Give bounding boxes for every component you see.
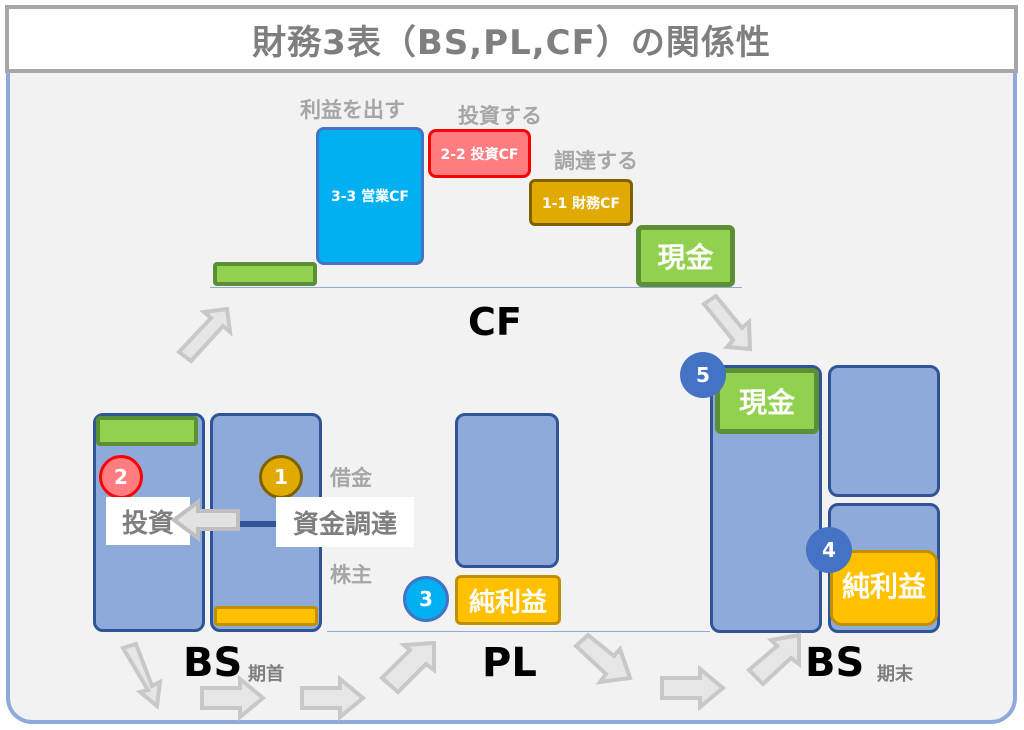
invest-arrow-icon xyxy=(170,498,240,542)
caption-profit: 利益を出す xyxy=(300,98,405,122)
cf-financing-bar: 1-1 財務CF xyxy=(529,179,633,226)
caption-invest: 投資する xyxy=(458,104,542,128)
step-1-number: 1 xyxy=(274,465,288,489)
bs-start-label: BS xyxy=(183,640,243,686)
step-3-badge: 3 xyxy=(403,576,449,622)
page-title: 財務3表（BS,PL,CF）の関係性 xyxy=(252,22,771,63)
flow-arrow-up-right-2-icon xyxy=(379,640,436,695)
bs-end-sublabel: 期末 xyxy=(877,664,913,685)
flow-arrow-right-3-icon xyxy=(660,664,727,712)
pl-net-income-bar: 純利益 xyxy=(455,575,561,625)
cf-investing-bar: 2-2 投資CF xyxy=(428,129,531,178)
step-5-number: 5 xyxy=(696,363,710,387)
flow-arrow-down-right-icon xyxy=(701,293,753,352)
bs-start-equity-bar xyxy=(214,606,318,626)
bs-end-label: BS xyxy=(805,640,865,686)
financing-cf-label: 1-1 財務CF xyxy=(541,195,620,212)
flow-arrow-down-right-2-icon xyxy=(573,632,633,685)
cf-section-label: CF xyxy=(468,300,522,344)
bs-start-cash-bar xyxy=(96,416,198,446)
flow-arrow-up-right-3-icon xyxy=(746,632,801,687)
bs-start-divider xyxy=(212,521,320,527)
pl-box xyxy=(455,413,559,568)
step-5-badge: 5 xyxy=(680,352,726,398)
bs-end-liabilities-box xyxy=(828,365,940,497)
step-4-number: 4 xyxy=(822,538,836,562)
fundraising-tag-text: 資金調達 xyxy=(292,509,397,540)
fundraising-tag: 資金調達 xyxy=(276,497,414,547)
flow-arrow-right-1-icon xyxy=(200,674,267,722)
bs-end-net-income-label: 純利益 xyxy=(841,570,926,603)
step-4-badge: 4 xyxy=(806,527,852,573)
cf-operating-bar: 3-3 営業CF xyxy=(316,127,424,265)
operating-cf-label: 3-3 営業CF xyxy=(330,189,409,205)
caption-borrowing: 借金 xyxy=(330,466,372,490)
bs-end-cash-label: 現金 xyxy=(738,386,795,419)
pl-baseline xyxy=(327,631,697,632)
bs-end-cash-bar: 現金 xyxy=(715,368,819,434)
caption-shareholders: 株主 xyxy=(330,563,372,587)
investment-tag-text: 投資 xyxy=(121,508,174,539)
bs-end-baseline xyxy=(670,631,710,632)
step-2-badge: 2 xyxy=(99,455,143,499)
caption-finance: 調達する xyxy=(554,149,638,173)
cf-opening-cash-bar xyxy=(213,262,317,286)
title-bar: 財務3表（BS,PL,CF）の関係性 xyxy=(5,5,1018,73)
flow-arrow-right-2-icon xyxy=(300,674,367,722)
step-3-number: 3 xyxy=(419,587,433,611)
cf-closing-cash-bar: 現金 xyxy=(636,225,735,287)
step-2-number: 2 xyxy=(114,465,128,489)
cf-baseline xyxy=(210,287,742,288)
flow-arrow-up-right-icon xyxy=(176,306,233,364)
step-1-badge: 1 xyxy=(259,455,303,499)
pl-net-income-label: 純利益 xyxy=(468,587,547,618)
cf-cash-label: 現金 xyxy=(657,241,714,274)
bs-start-sublabel: 期首 xyxy=(248,664,284,685)
pl-label: PL xyxy=(482,640,537,686)
investing-cf-label: 2-2 投資CF xyxy=(440,146,519,163)
flow-arrow-down-icon xyxy=(119,641,163,710)
